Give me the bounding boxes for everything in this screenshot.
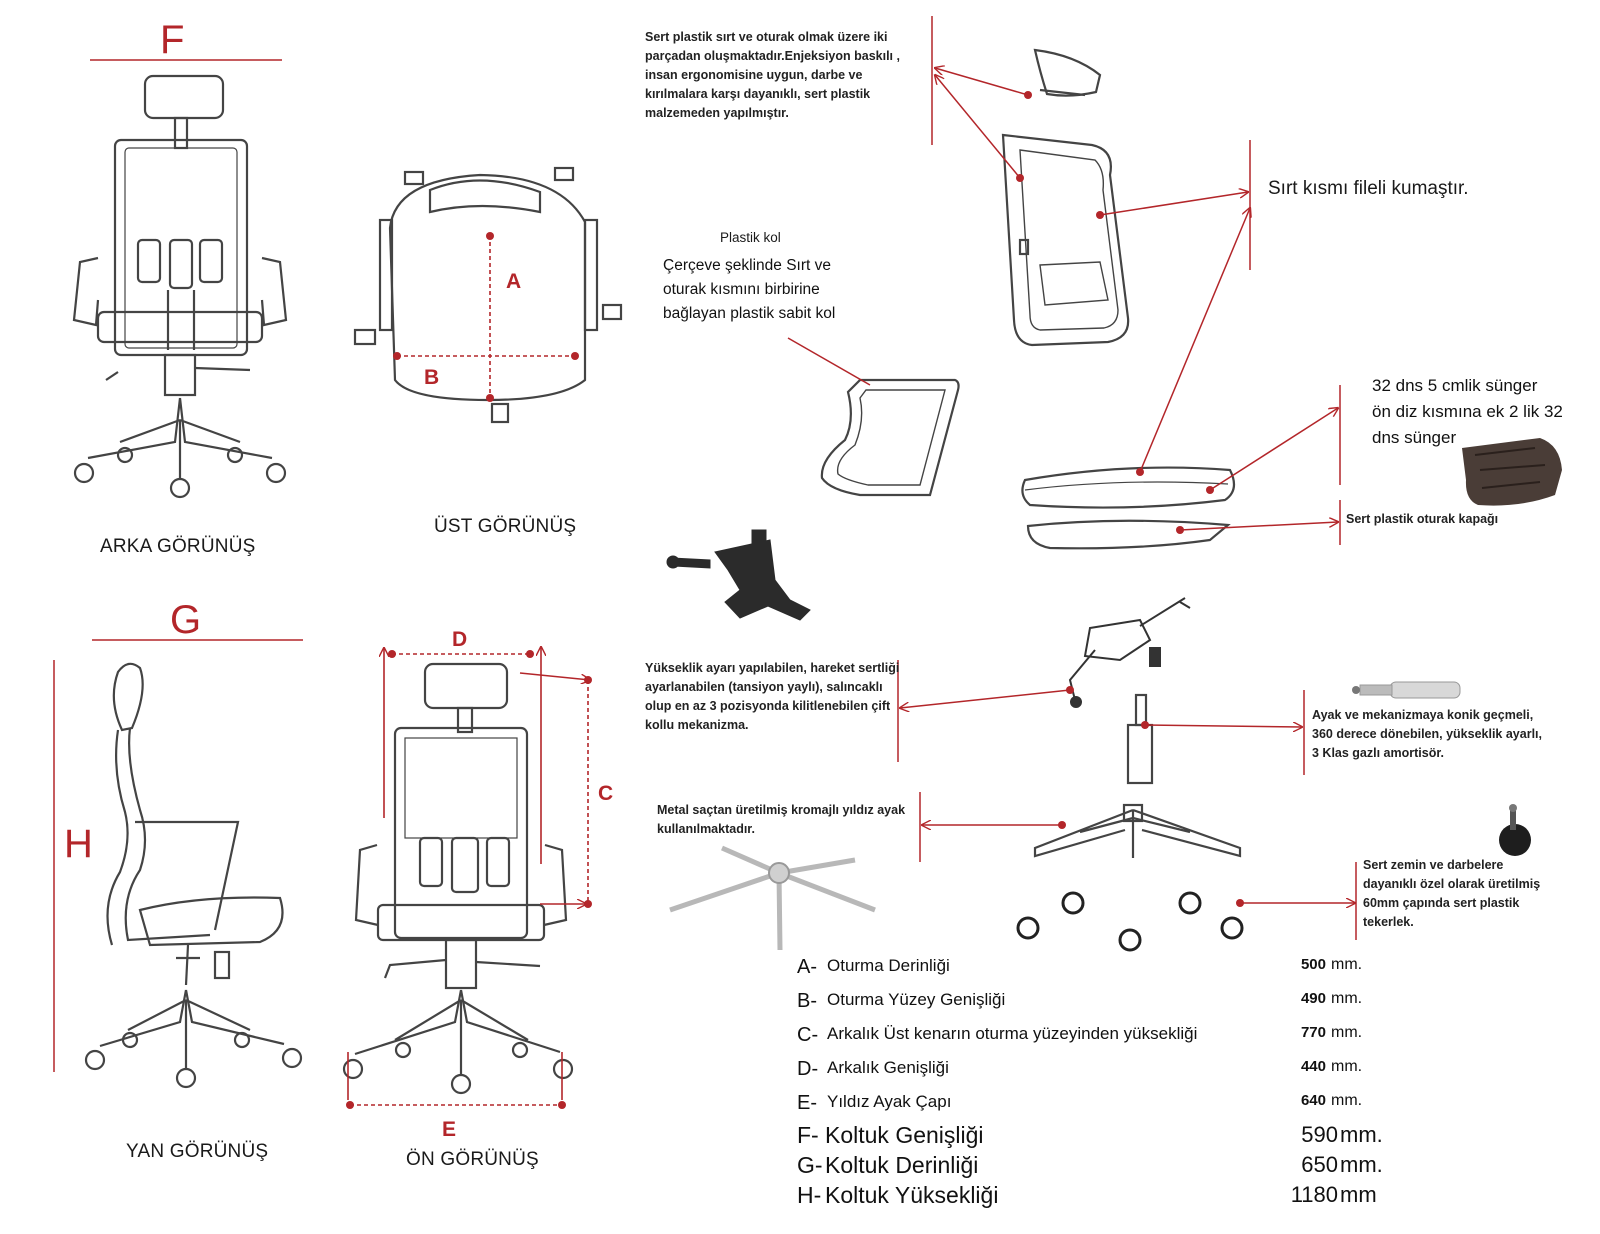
dim-unit: mm. [1331, 956, 1363, 973]
note-mesh-back: Sırt kısmı fileli kumaştır. [1268, 178, 1469, 199]
armrest-part [820, 378, 960, 497]
dim-label: Koltuk Derinliği [825, 1152, 979, 1178]
note-star-base: Metal saçtan üretilmiş kromajlı yıldız a… [657, 803, 906, 836]
note-mechanism: Yükseklik ayarı yapılabilen, hareket ser… [645, 661, 900, 732]
dimension-row: F- Koltuk Genişliği 590 mm. [0, 1122, 1600, 1152]
callout-lines [787, 16, 1357, 940]
star-base-photo [669, 845, 876, 951]
dimension-row: G- Koltuk Derinliği 650 mm. [0, 1152, 1600, 1182]
front-view-caption: ÖN GÖRÜNÜŞ [406, 1149, 539, 1170]
note-foam: 32 dns 5 cmlik sünger ön diz kısmına ek … [1372, 376, 1563, 447]
back-view-caption: ARKA GÖRÜNÜŞ [100, 536, 256, 557]
dim-label: Oturma Derinliği [827, 956, 950, 975]
side-view-drawing [53, 639, 303, 1089]
dim-unit: mm. [1331, 990, 1363, 1007]
note-gas-lift: Ayak ve mekanizmaya konik geçmeli, 360 d… [1312, 708, 1542, 760]
dim-label: Koltuk Genişliği [825, 1122, 984, 1148]
dim-label-c: C [598, 782, 614, 805]
dim-unit: mm. [1331, 1024, 1363, 1041]
dim-value: 590 [1301, 1122, 1338, 1147]
mechanism-part [1068, 597, 1191, 708]
dim-letter: H- [797, 1182, 822, 1208]
note-seat-cover: Sert plastik oturak kapağı [1346, 512, 1499, 526]
dim-letter: C- [797, 1024, 819, 1046]
dim-label-b: B [424, 366, 440, 389]
note-backrest-shell: Sert plastik sırt ve oturak olmak üzere … [645, 30, 900, 120]
dim-label-a: A [506, 270, 522, 293]
front-view-drawing [342, 662, 574, 1095]
dim-letter: A- [797, 956, 817, 978]
dim-label: Oturma Yüzey Genişliği [827, 990, 1006, 1009]
dimension-row: D- Arkalık Genişliği 440 mm. [0, 1058, 1600, 1088]
dim-value: 640 [1300, 1092, 1326, 1109]
dim-value: 770 [1300, 1024, 1326, 1041]
dim-unit: mm. [1331, 1092, 1363, 1109]
view-letter-f: F [160, 18, 185, 62]
backrest-frame-part [1001, 133, 1130, 347]
dim-letter: G- [797, 1152, 823, 1178]
dim-value: 500 [1300, 956, 1326, 973]
dim-unit: mm [1340, 1182, 1377, 1207]
dimension-row: H- Koltuk Yüksekliği 1180 mm [0, 1182, 1600, 1212]
gas-lift-part [1126, 693, 1154, 785]
dim-letter: D- [797, 1058, 819, 1080]
top-view-drawing [353, 166, 623, 424]
view-letter-h: H [64, 822, 93, 866]
callout-dots [1016, 91, 1244, 907]
dim-value: 440 [1300, 1058, 1326, 1075]
dim-label: Arkalık Genişliği [827, 1058, 949, 1077]
front-view-dimensions [346, 647, 592, 1109]
dim-label: Yıldız Ayak Çapı [827, 1092, 952, 1111]
dim-value: 1180 [1290, 1182, 1338, 1207]
dim-label: Arkalık Üst kenarın oturma yüzeyinden yü… [827, 1024, 1198, 1043]
seat-cover-part [1026, 519, 1231, 550]
seat-cushion-part [1021, 466, 1236, 509]
dim-unit: mm. [1340, 1152, 1383, 1177]
back-view-drawing [72, 59, 288, 499]
star-base-part [1033, 803, 1242, 858]
headrest-part [1033, 48, 1102, 97]
dim-unit: mm. [1340, 1122, 1383, 1147]
wheel-photo [1499, 804, 1531, 856]
mechanism-photo [666, 529, 811, 621]
dim-unit: mm. [1331, 1058, 1363, 1075]
dim-label: Koltuk Yüksekliği [825, 1182, 999, 1208]
dim-letter: F- [797, 1122, 819, 1148]
foam-sample-image [1462, 438, 1562, 506]
dim-value: 650 [1301, 1152, 1338, 1177]
note-arm-desc: Çerçeve şeklinde Sırt ve oturak kısmını … [663, 257, 836, 322]
side-view-caption: YAN GÖRÜNÜŞ [126, 1141, 269, 1162]
dim-letter: B- [797, 990, 817, 1012]
dimension-row: E- Yıldız Ayak Çapı 640 mm. [0, 1092, 1600, 1122]
top-view-dimensions [393, 232, 579, 402]
dimension-row: A- Oturma Derinliği 500 mm. [0, 956, 1600, 986]
dim-label-e: E [442, 1118, 457, 1141]
dim-value: 490 [1300, 990, 1326, 1007]
note-wheels: Sert zemin ve darbelere dayanıklı özel o… [1363, 858, 1541, 929]
dim-letter: E- [797, 1092, 817, 1114]
note-arm-title: Plastik kol [720, 230, 781, 245]
wheels-part [1016, 891, 1244, 952]
dimension-row: B- Oturma Yüzey Genişliği 490 mm. [0, 990, 1600, 1020]
gas-lift-photo [1352, 681, 1461, 699]
dim-label-d: D [452, 628, 468, 651]
view-letter-g: G [170, 598, 202, 642]
top-view-caption: ÜST GÖRÜNÜŞ [434, 516, 577, 537]
dimension-row: C- Arkalık Üst kenarın oturma yüzeyinden… [0, 1024, 1600, 1054]
